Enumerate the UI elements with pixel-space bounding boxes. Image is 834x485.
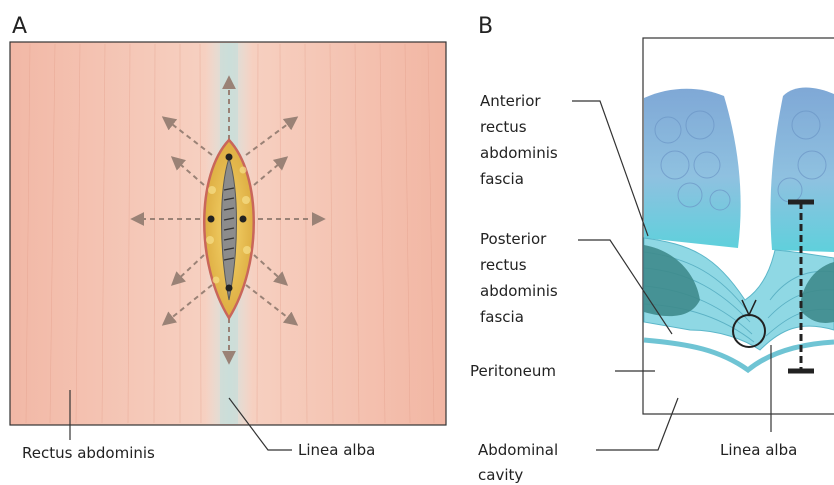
label-cavity-line-2: cavity (478, 466, 523, 484)
panel-a-letter: A (12, 14, 27, 39)
label-posterior-line-2: rectus (480, 256, 527, 274)
label-linea-alba-a: Linea alba (298, 441, 375, 459)
label-linea-alba-b: Linea alba (720, 441, 797, 459)
label-abdominal-cavity: Abdominal cavity (478, 441, 563, 484)
label-rectus-abdominis: Rectus abdominis (22, 444, 155, 462)
label-posterior-line-4: fascia (480, 308, 524, 326)
label-posterior-line-3: abdominis (480, 282, 558, 300)
label-anterior-line-4: fascia (480, 170, 524, 188)
label-posterior-fascia: Posterior rectus abdominis fascia (480, 230, 562, 326)
label-anterior-line-1: Anterior (480, 92, 541, 110)
panel-b-illustration (643, 38, 834, 414)
leader-anterior (572, 101, 648, 236)
label-peritoneum: Peritoneum (470, 362, 556, 380)
label-cavity-line-1: Abdominal (478, 441, 558, 459)
label-anterior-line-3: abdominis (480, 144, 558, 162)
panel-a-illustration (10, 42, 446, 425)
label-anterior-fascia: Anterior rectus abdominis fascia (480, 92, 562, 188)
label-posterior-line-1: Posterior (480, 230, 547, 248)
label-anterior-line-2: rectus (480, 118, 527, 136)
panel-b-letter: B (478, 14, 493, 39)
